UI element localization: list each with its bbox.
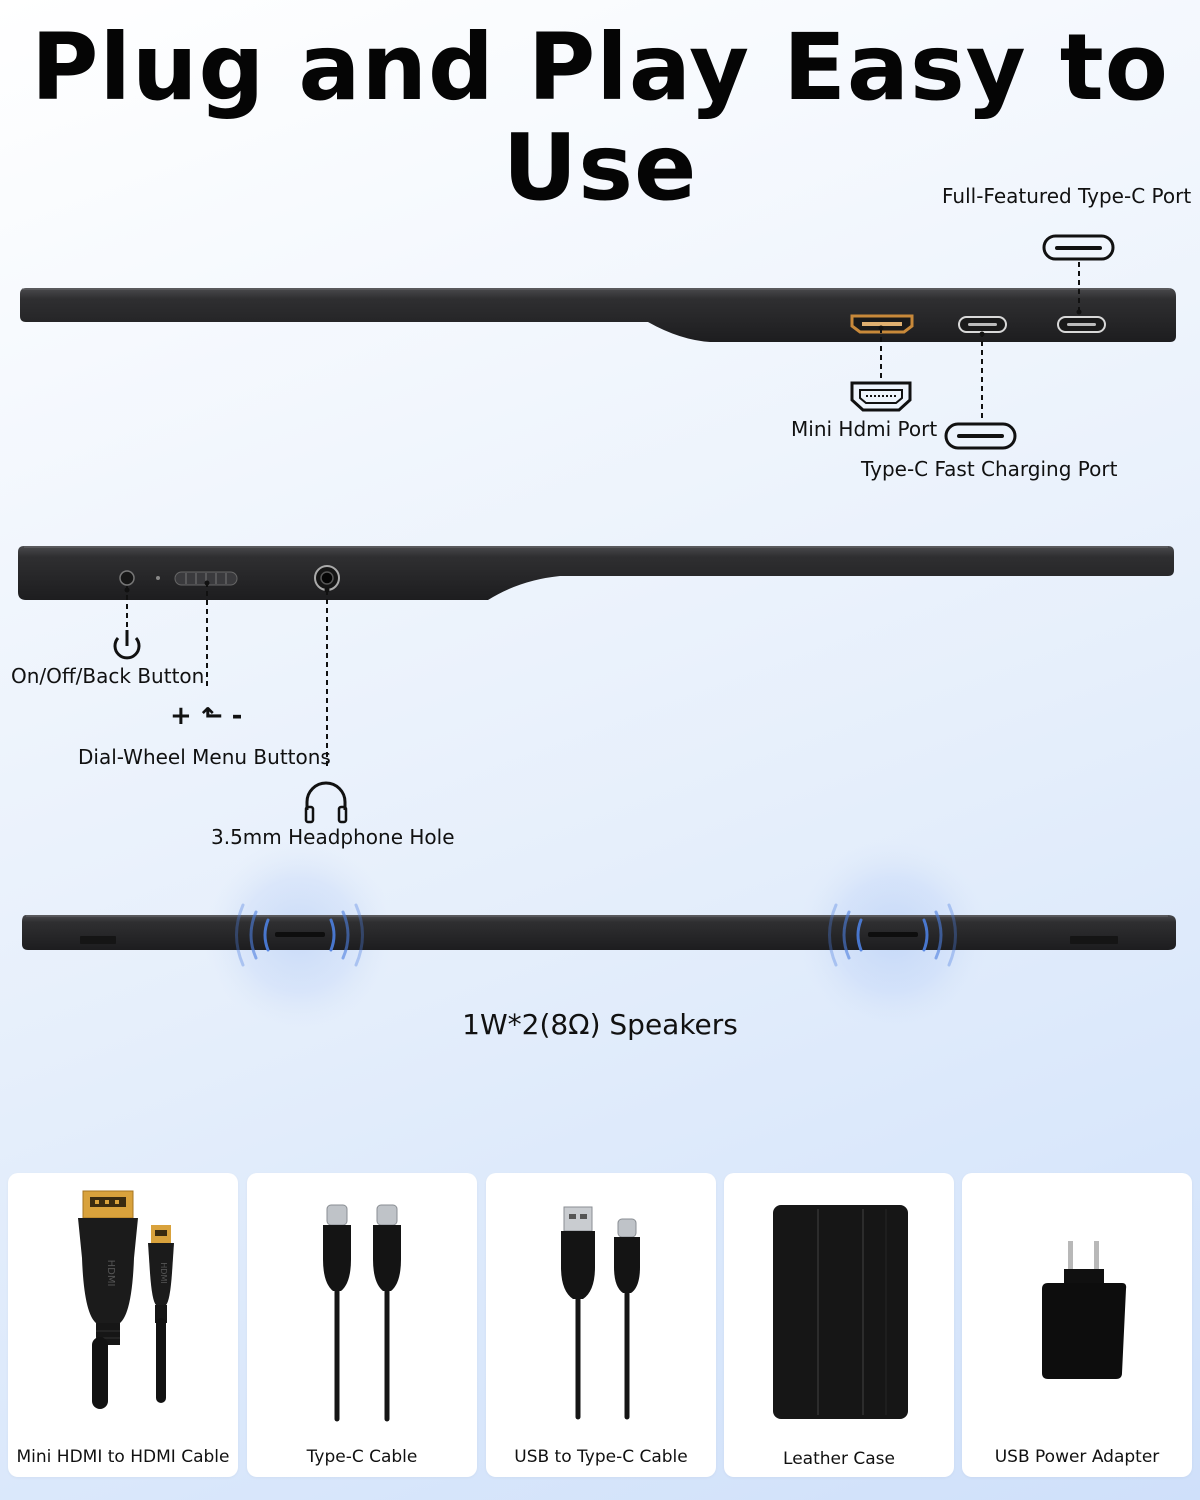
- accessory-card-leather-case: Leather Case: [724, 1173, 954, 1477]
- monitor-side-edge-illustration: [18, 546, 1174, 824]
- power-button-label: On/Off/Back Button: [11, 664, 205, 688]
- page-title: Plug and Play Easy to Use: [31, 14, 1169, 221]
- headphone-icon: [304, 781, 348, 824]
- speaker-grille: [868, 932, 918, 937]
- svg-text:HDMI: HDMI: [159, 1262, 168, 1283]
- monitor-edge-bar: [20, 288, 1176, 342]
- hdmi-icon: [850, 381, 912, 412]
- speaker-grille: [275, 932, 325, 937]
- type-c-icon: [1042, 234, 1115, 261]
- accessory-label: Leather Case: [783, 1449, 895, 1469]
- accessory-card-type-c-cable: Type-C Cable: [247, 1173, 477, 1477]
- accessory-label: Mini HDMI to HDMI Cable: [16, 1447, 230, 1467]
- monitor-bottom-edge-illustration: [22, 840, 1176, 1030]
- mini-hdmi-port-label: Mini Hdmi Port: [791, 417, 938, 441]
- headphone-hole-label: 3.5mm Headphone Hole: [211, 825, 455, 849]
- monitor-edge-bar: [22, 915, 1176, 950]
- fast-charging-port-label: Type-C Fast Charging Port: [861, 457, 1118, 481]
- full-featured-port-label: Full-Featured Type-C Port: [942, 184, 1192, 208]
- leather-case-image: [773, 1205, 908, 1419]
- sound-wave-icon: [235, 903, 364, 967]
- accessory-label: USB to Type-C Cable: [514, 1447, 688, 1467]
- svg-text:HDMI: HDMI: [105, 1260, 116, 1287]
- usb-to-type-c-cable-image: [561, 1206, 640, 1420]
- power-icon: [113, 630, 141, 660]
- monitor-edge-bar: [18, 546, 1174, 600]
- accessory-card-hdmi-cable: HDMI HDMI Mini HDMI to HDMI Cable: [8, 1173, 238, 1477]
- sound-wave-icon: [828, 903, 957, 967]
- dial-wheel-label: Dial-Wheel Menu Buttons: [78, 745, 331, 769]
- hdmi-cable-image: HDMI HDMI: [78, 1190, 174, 1409]
- rubber-foot: [80, 936, 116, 944]
- monitor-top-edge-illustration: [20, 234, 1176, 450]
- power-adapter-image: [1042, 1241, 1127, 1379]
- type-c-icon: [944, 422, 1017, 450]
- dial-wheel-icon: + ⬑ -: [170, 701, 243, 731]
- accessory-label: Type-C Cable: [306, 1447, 418, 1467]
- power-button-hole: [119, 570, 135, 586]
- rubber-foot: [1070, 936, 1118, 944]
- accessory-card-usb-power-adapter: USB Power Adapter: [962, 1173, 1192, 1477]
- mini-hdmi-port-slot: [850, 314, 914, 334]
- type-c-cable-image: [323, 1204, 401, 1422]
- accessory-card-usb-to-type-c-cable: USB to Type-C Cable: [486, 1173, 716, 1477]
- speakers-label: 1W*2(8Ω) Speakers: [462, 1008, 738, 1041]
- accessory-label: USB Power Adapter: [994, 1447, 1160, 1467]
